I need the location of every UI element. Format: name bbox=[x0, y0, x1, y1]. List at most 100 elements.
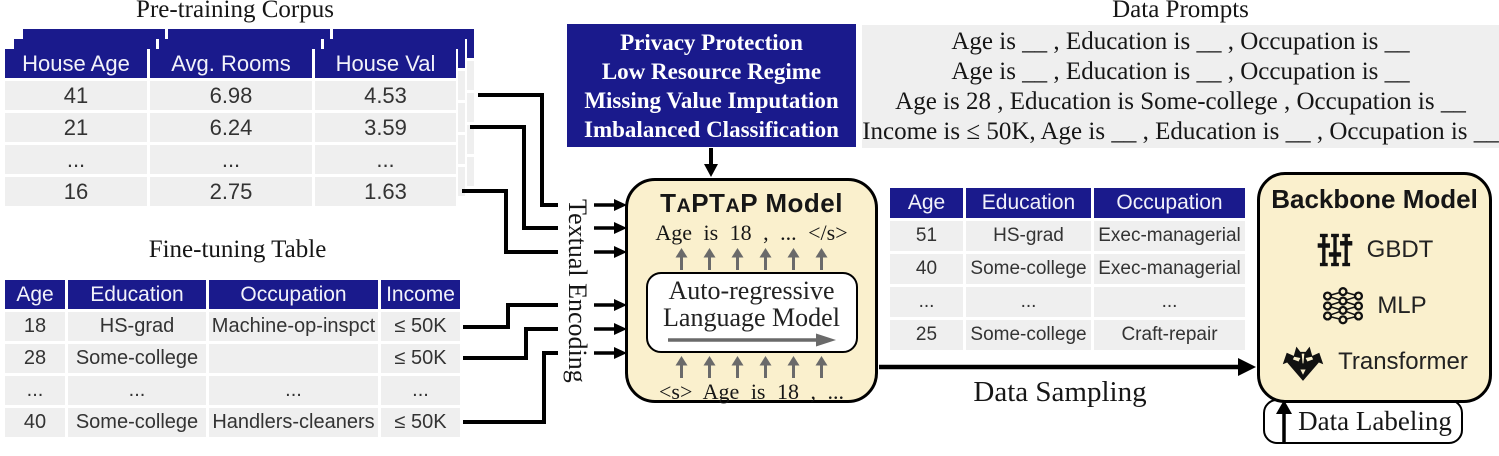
taptap-input-sequence: <s> Age is 18 , ... bbox=[659, 379, 844, 404]
table-cell: Some-college bbox=[68, 408, 206, 437]
up-arrow-icon bbox=[787, 356, 800, 378]
table-cell: 40 bbox=[5, 408, 65, 437]
table-cell: ... bbox=[5, 145, 147, 174]
table-cell: 1.63 bbox=[315, 177, 456, 206]
backbone-item-gbdt: GBDT bbox=[1316, 229, 1434, 271]
data-prompts-title: Data Prompts bbox=[1112, 0, 1249, 23]
table-cell: Some-college bbox=[966, 254, 1091, 284]
backbone-item-label: GBDT bbox=[1366, 236, 1434, 263]
table-cell: 2.75 bbox=[150, 177, 312, 206]
table-cell: ... bbox=[150, 145, 312, 174]
table-cell: Machine-op-inspct bbox=[209, 312, 378, 341]
table-header-cell: House Age bbox=[5, 49, 147, 78]
up-arrow-icon bbox=[731, 356, 744, 378]
up-arrow-icon bbox=[703, 248, 716, 270]
token-up-arrows bbox=[674, 356, 829, 378]
up-arrow-icon bbox=[731, 248, 744, 270]
text-line: Privacy Protection bbox=[620, 29, 803, 55]
finetune-title: Fine-tuning Table bbox=[148, 236, 327, 263]
table-cell: Exec-managerial bbox=[1094, 254, 1245, 284]
table-cell: 21 bbox=[5, 113, 147, 142]
backbone-item-transformer: Transformer bbox=[1281, 341, 1468, 383]
table-cell: HS-grad bbox=[966, 221, 1091, 251]
text-line: Low Resource Regime bbox=[601, 58, 822, 84]
text-line: Missing Value Imputation bbox=[584, 87, 839, 113]
table-cell: ... bbox=[966, 287, 1091, 317]
up-arrow-icon bbox=[675, 356, 688, 378]
table-cell: Craft-repair bbox=[1094, 320, 1245, 350]
table-cell: HS-grad bbox=[68, 312, 206, 341]
table-cell: 28 bbox=[5, 344, 65, 373]
table-cell: ≤ 50K bbox=[381, 408, 460, 437]
up-arrow-icon bbox=[703, 356, 716, 378]
table-header-cell: Occupation bbox=[209, 280, 378, 309]
table-cell: ... bbox=[5, 376, 65, 405]
backbone-item-mlp: MLP bbox=[1322, 285, 1427, 327]
table-header-cell: Age bbox=[5, 280, 65, 309]
textual-encoding-label: Textual Encoding bbox=[563, 199, 592, 383]
table-cell: Some-college bbox=[966, 320, 1091, 350]
lm-label-line1: Auto-regressive bbox=[668, 276, 835, 305]
title-fragment: Model bbox=[757, 188, 843, 218]
up-arrow-icon bbox=[759, 248, 772, 270]
up-arrow-icon bbox=[675, 248, 688, 270]
backbone-item-label: MLP bbox=[1377, 292, 1427, 319]
up-arrow-icon bbox=[759, 356, 772, 378]
title-fragment: A bbox=[676, 195, 692, 217]
title-fragment: PT bbox=[691, 188, 726, 218]
text-line: Age is __ , Education is __ , Occupation… bbox=[951, 27, 1410, 55]
data-sampling-label: Data Sampling bbox=[973, 376, 1147, 408]
data-prompts-box: Age is __ , Education is __ , Occupation… bbox=[862, 25, 1499, 148]
table-header-cell: Education bbox=[966, 188, 1091, 218]
sliders-icon bbox=[1317, 233, 1352, 267]
up-arrow-icon bbox=[787, 248, 800, 270]
taptap-output-sequence: Age is 18 , ... </s> bbox=[655, 220, 848, 245]
table-cell: 6.98 bbox=[150, 81, 312, 110]
taptap-model-title: TAPTAP Model bbox=[660, 188, 843, 219]
table-cell: Some-college bbox=[68, 344, 206, 373]
table-cell: ... bbox=[1094, 287, 1245, 317]
table-cell: ... bbox=[381, 376, 460, 405]
table-header-cell: Avg. Rooms bbox=[150, 49, 312, 78]
data-labeling-label: Data Labeling bbox=[1263, 399, 1463, 444]
table-cell: 4.53 bbox=[315, 81, 456, 110]
lm-label-line2: Language Model bbox=[663, 303, 840, 332]
up-arrow-icon bbox=[815, 248, 828, 270]
table-header-cell: Income bbox=[381, 280, 460, 309]
table-cell: Handlers-cleaners bbox=[209, 408, 378, 437]
network-icon bbox=[1323, 287, 1364, 325]
up-arrow-icon bbox=[815, 356, 828, 378]
table-header-cell: Age bbox=[890, 188, 963, 218]
backbone-item-label: Transformer bbox=[1338, 348, 1468, 375]
table-cell: ≤ 50K bbox=[381, 344, 460, 373]
text-line: Age is 28 , Education is Some-college , … bbox=[895, 87, 1466, 115]
title-fragment: A bbox=[725, 195, 741, 217]
table-cell: Exec-managerial bbox=[1094, 221, 1245, 251]
table-header-cell: Occupation bbox=[1094, 188, 1245, 218]
backbone-model-box: Backbone Model GBDT bbox=[1257, 172, 1492, 403]
text-line: Income is ≤ 50K, Age is __ , Education i… bbox=[862, 117, 1499, 145]
table-cell: ... bbox=[209, 376, 378, 405]
table-cell: 6.24 bbox=[150, 113, 312, 142]
table-cell: 18 bbox=[5, 312, 65, 341]
taptap-model-box: TAPTAP Model Age is 18 , ... </s> Auto-r… bbox=[625, 178, 878, 404]
title-fragment: T bbox=[660, 188, 677, 218]
table-header-cell: House Val bbox=[315, 49, 456, 78]
table-cell: ... bbox=[68, 376, 206, 405]
table-cell: 40 bbox=[890, 254, 963, 284]
backbone-model-title: Backbone Model bbox=[1271, 184, 1478, 214]
table-cell bbox=[209, 344, 378, 373]
right-arrow-icon bbox=[667, 333, 836, 347]
table-cell: ... bbox=[315, 145, 456, 174]
table-cell: ≤ 50K bbox=[381, 312, 460, 341]
table-header-cell: Education bbox=[68, 280, 206, 309]
token-up-arrows bbox=[674, 248, 829, 270]
table-cell: 3.59 bbox=[315, 113, 456, 142]
decepticon-icon bbox=[1282, 346, 1324, 381]
language-model-box: Auto-regressive Language Model bbox=[645, 272, 858, 353]
